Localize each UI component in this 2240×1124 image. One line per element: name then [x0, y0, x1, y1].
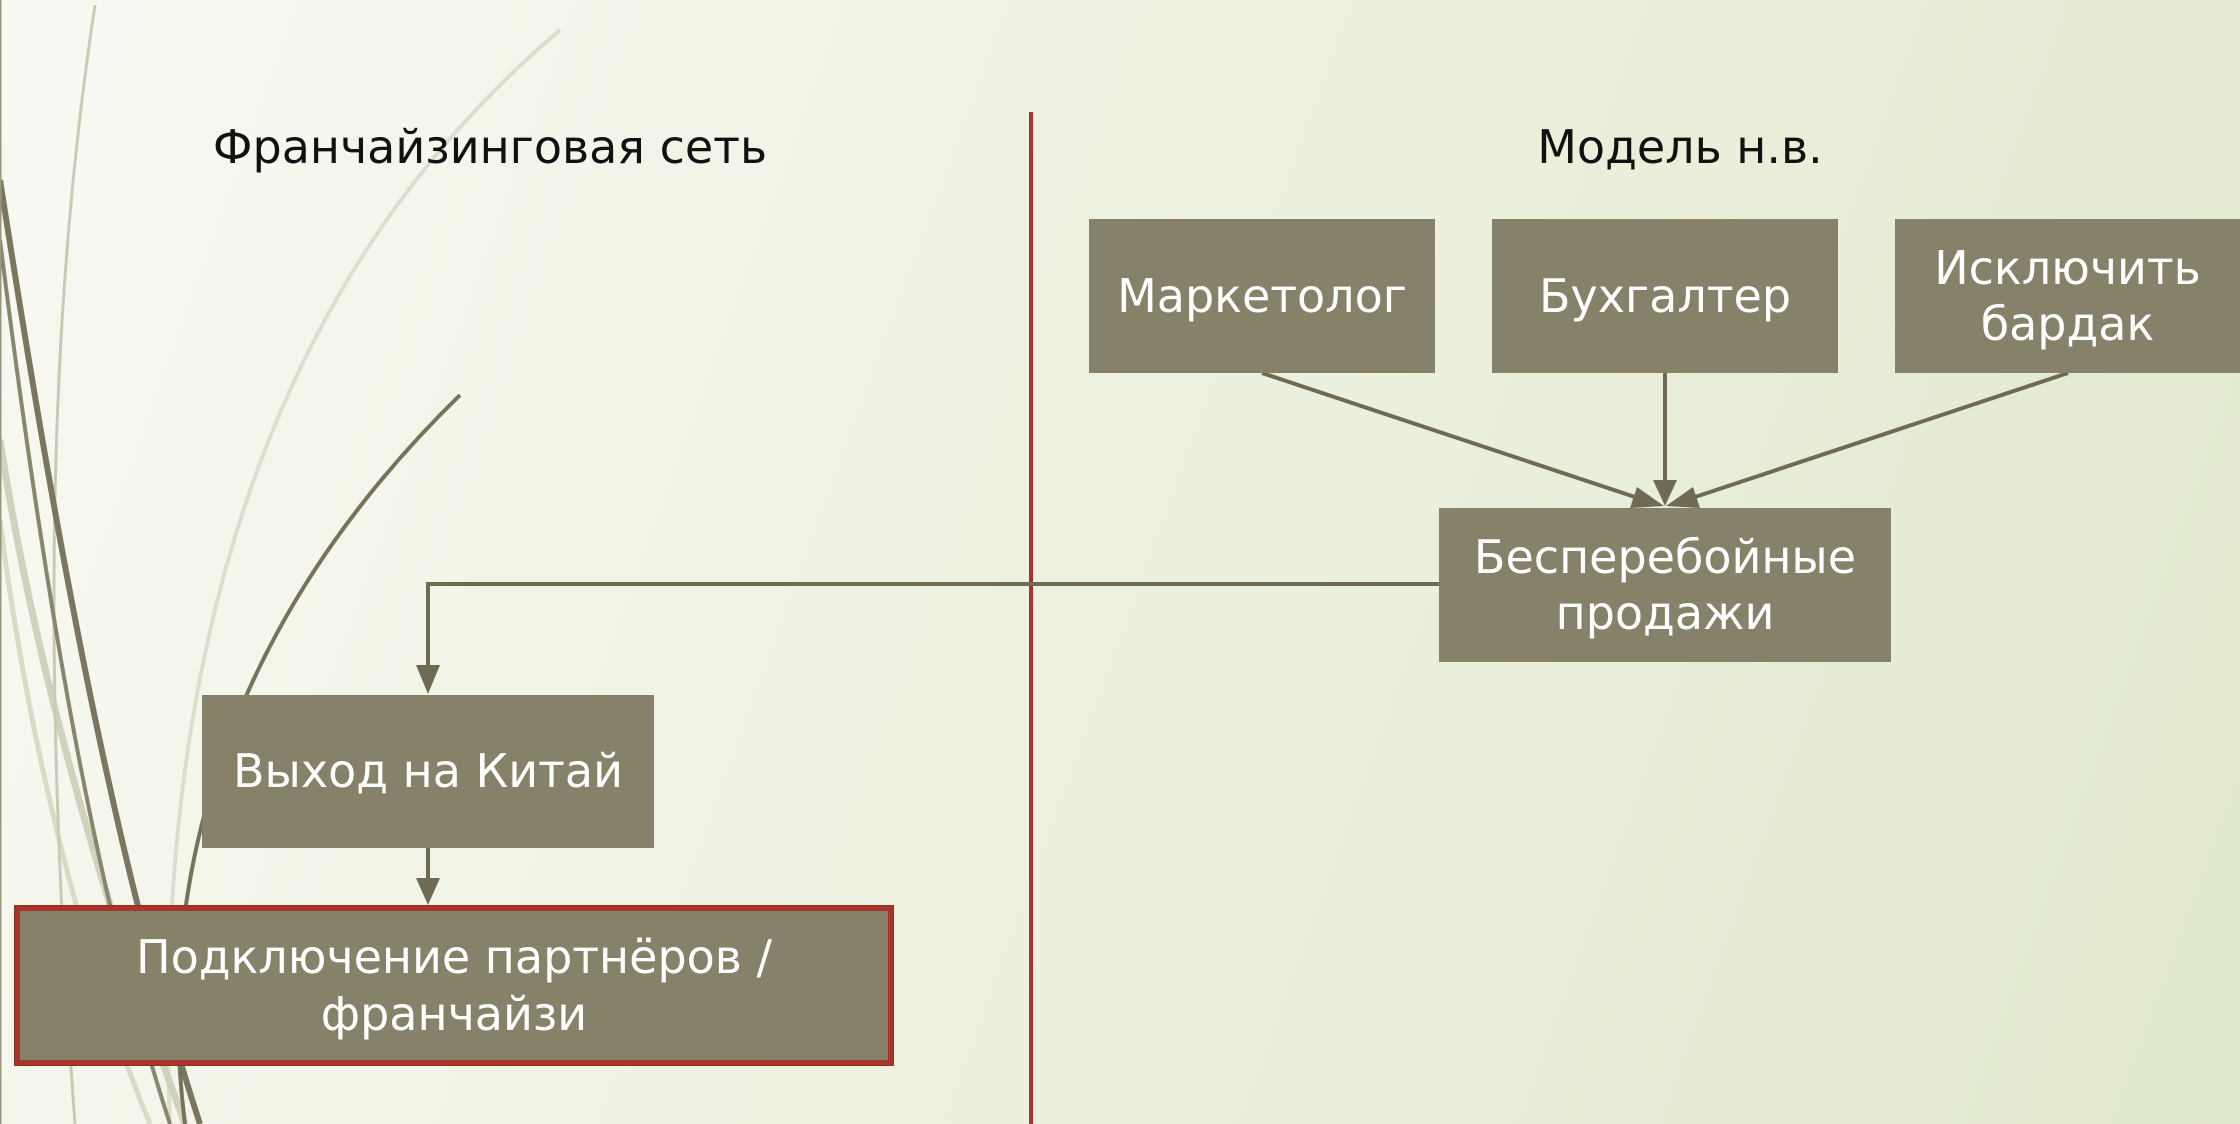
chaos-box: Исключить бардак	[1895, 219, 2240, 373]
arrow-marketer-to-sales	[1261, 371, 1651, 504]
left-section-title: Франчайзинговая сеть	[212, 120, 768, 174]
partners-box: Подключение партнёров / франчайзи	[15, 906, 893, 1065]
sales-box: Бесперебойные продажи	[1439, 508, 1891, 662]
right-section-title: Модель н.в.	[1537, 120, 1823, 174]
arrow-sales-to-china	[426, 582, 1439, 670]
marketer-box: Маркетолог	[1089, 219, 1435, 373]
accountant-box: Бухгалтер	[1492, 219, 1838, 373]
china-box: Выход на Китай	[202, 695, 654, 848]
arrow-chaos-to-sales	[1679, 371, 2069, 504]
